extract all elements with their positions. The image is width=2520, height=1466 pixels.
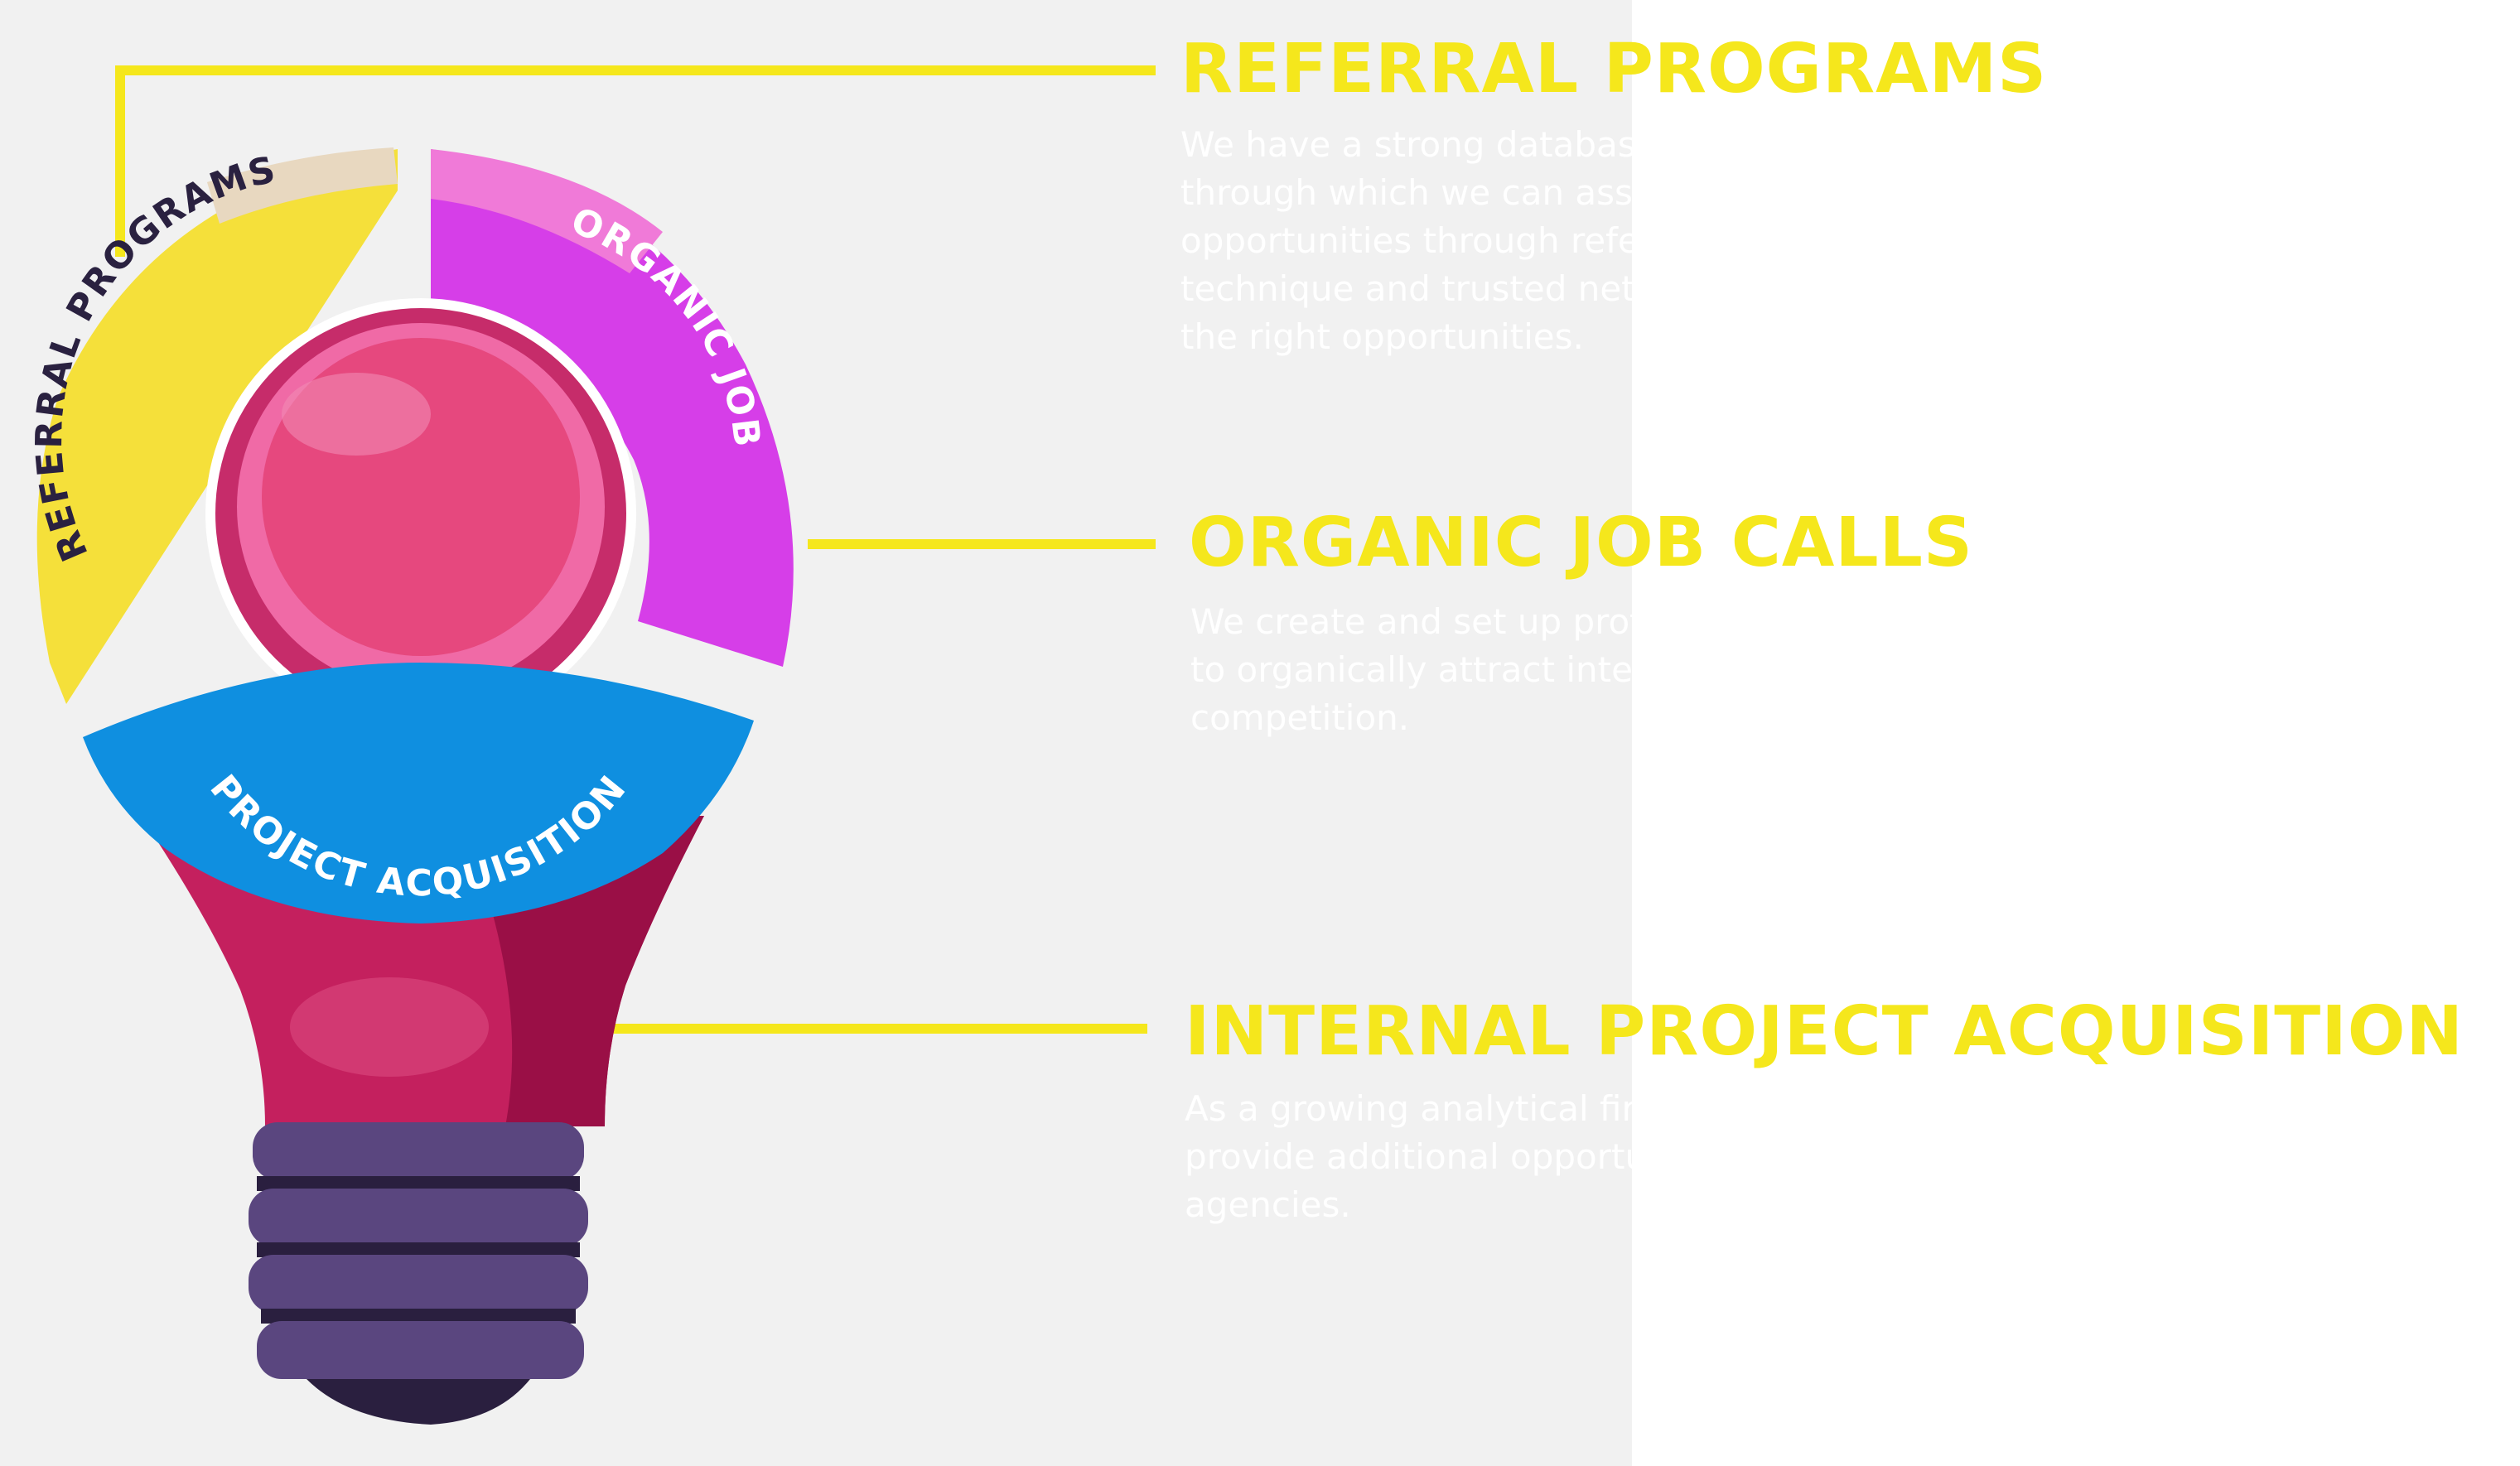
segment-organic-job[interactable] xyxy=(431,149,794,667)
description-referral-programs: We have a strong database of experienced… xyxy=(1180,124,2416,357)
bulb-base xyxy=(249,1122,588,1425)
segment-referral-programs[interactable] xyxy=(36,149,398,704)
segment-referral-top-band xyxy=(207,147,398,224)
heading-internal-project-acquisition: INTERNAL PROJECT ACQUISITION xyxy=(1185,992,2464,1071)
connector-referral xyxy=(115,65,1156,257)
center-shine xyxy=(282,373,431,456)
description-internal-project-acquisition: As a growing analytical firm, we get sev… xyxy=(1185,1088,2363,1225)
bulb-glass-highlight xyxy=(290,977,489,1077)
segment-project-acquisition[interactable] xyxy=(83,663,754,923)
heading-organic-job-calls: ORGANIC JOB CALLS xyxy=(1189,504,1973,582)
heading-referral-programs: REFERRAL PROGRAMS xyxy=(1180,30,2048,109)
description-organic-job-calls: We create and set up profiles across var… xyxy=(1190,601,2324,738)
segment-organic-top-band xyxy=(431,149,663,273)
